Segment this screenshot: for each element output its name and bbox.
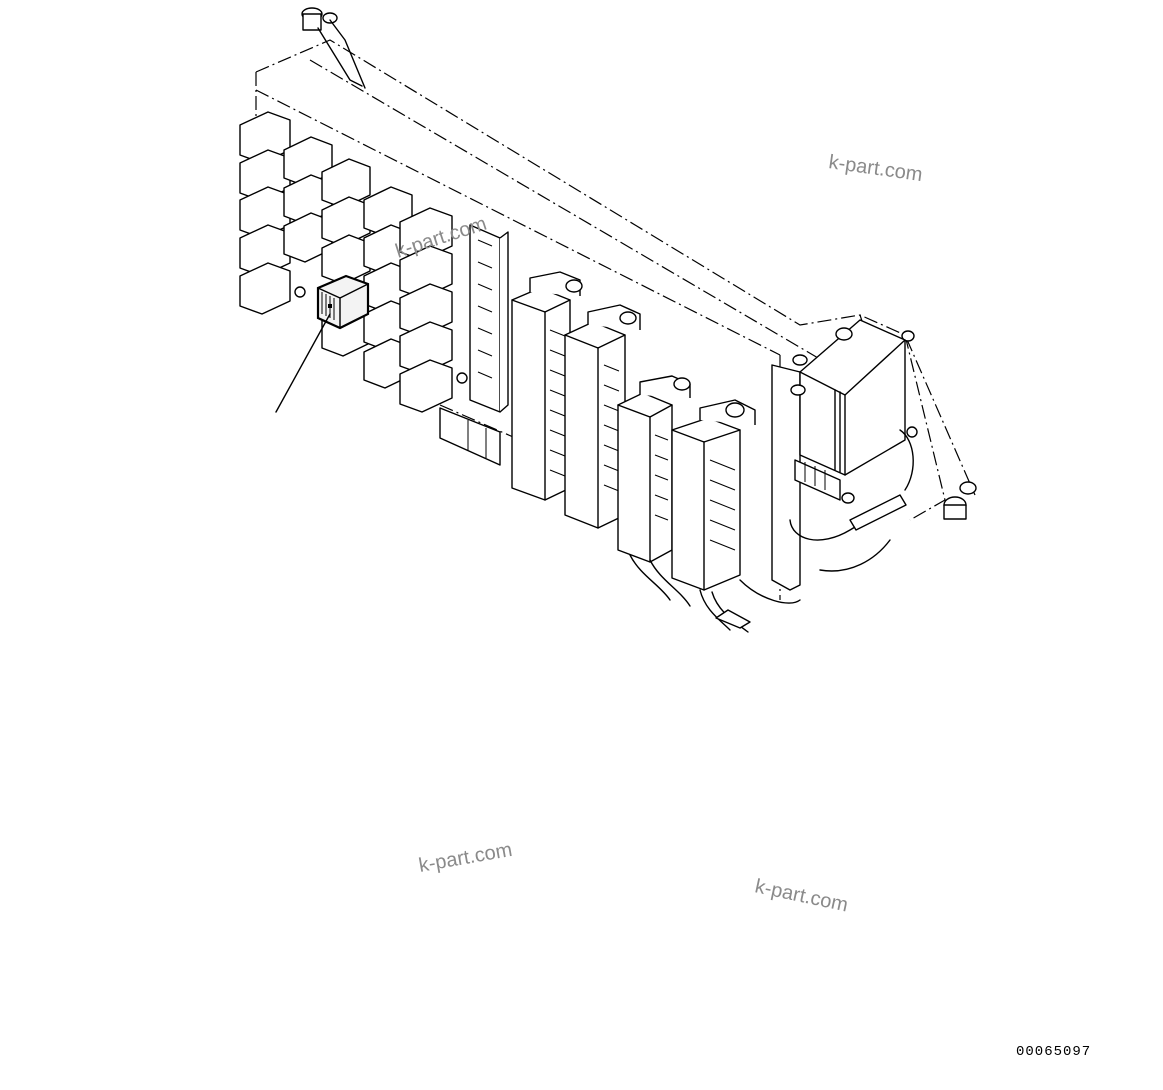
relay-group (239, 111, 468, 413)
fuse-strip (439, 224, 509, 466)
right-mount-bolt (901, 330, 977, 520)
watermark-4: k-part.com (753, 875, 850, 916)
right-component (771, 319, 918, 591)
connector-block-4 (671, 399, 756, 591)
top-mount-bolt (301, 7, 366, 89)
relay-column-3 (321, 158, 371, 357)
connector-block-3 (617, 375, 691, 563)
watermark-1: k-part.com (827, 151, 924, 186)
drawing-code: 00065097 (1016, 1044, 1092, 1060)
connector-block-2 (564, 304, 641, 529)
relay-column-2 (283, 136, 333, 263)
relay-column-1 (239, 111, 291, 315)
relay-column-5 (399, 207, 453, 413)
connector-block-1 (511, 271, 583, 501)
leader-line (275, 313, 331, 413)
watermark-3: k-part.com (417, 839, 514, 877)
wire-harness (629, 554, 801, 633)
highlighted-relay (316, 274, 370, 330)
